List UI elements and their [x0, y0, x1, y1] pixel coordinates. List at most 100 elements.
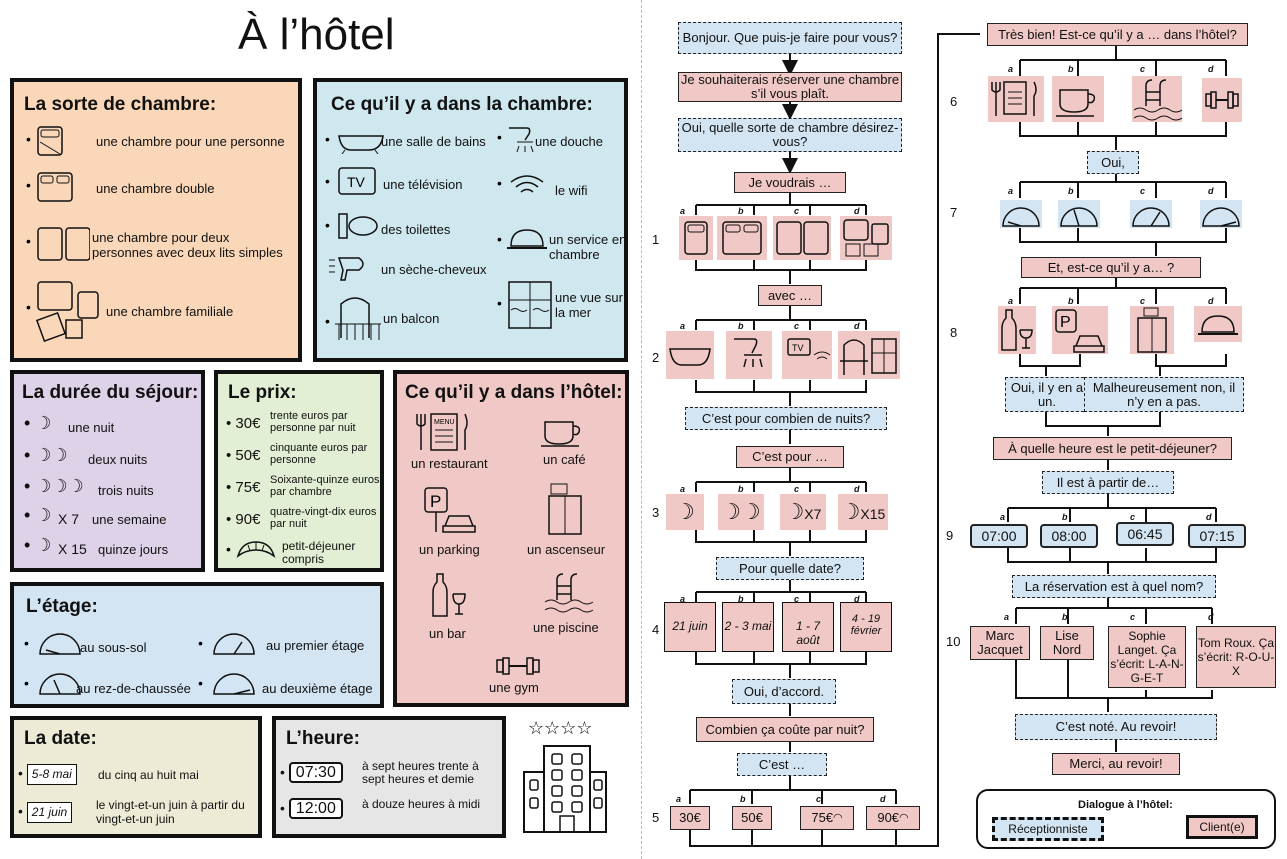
floor-gauge-icon: •: [24, 633, 81, 655]
price-option-d: 90€◠: [866, 806, 920, 830]
moon-icon: ☽: [666, 494, 704, 530]
svg-text:•: •: [198, 635, 203, 651]
bubble-nom: La réservation est à quel nom?: [1012, 575, 1216, 598]
room-service-icon: [1194, 306, 1242, 342]
double-bed-icon: [717, 216, 767, 260]
option-letter: a: [1004, 612, 1010, 622]
option-letter: d: [854, 321, 860, 331]
floor-panel: L’étage: • au sous-sol • au premier étag…: [10, 582, 384, 708]
option-letter: c: [794, 321, 800, 331]
date-tag-1: • 5-8 mai: [18, 764, 77, 785]
duration-one-night: une nuit: [68, 420, 115, 435]
legend-receptionist: Réceptionniste: [992, 817, 1104, 841]
price-option-c: 75€◠: [800, 806, 854, 830]
in-room-hairdryer: un sèche-cheveux: [381, 262, 487, 277]
svg-text:•: •: [325, 217, 330, 233]
hotel-parking: un parking: [419, 542, 480, 557]
restaurant-icon: MENU: [416, 413, 468, 451]
in-room-toilets: des toilettes: [381, 222, 451, 237]
svg-text:•: •: [24, 675, 29, 691]
row-number: 9: [946, 528, 954, 543]
in-room-wifi: le wifi: [555, 183, 588, 198]
option-letter: c: [1140, 64, 1146, 74]
wifi-icon: •: [497, 175, 544, 193]
price-50-text: cinquante euros par personne: [270, 442, 368, 466]
bubble-quelle-date: Pour quelle date?: [716, 557, 864, 580]
room-item-single: une chambre pour une personne: [96, 134, 285, 149]
row-number: 4: [652, 622, 660, 637]
option-letter: a: [680, 321, 686, 331]
moon-x15: ☽X15: [838, 494, 888, 530]
hotel-cafe: un café: [543, 452, 586, 467]
svg-text:•: •: [26, 131, 31, 147]
moon-icon: • ☽☽: [24, 445, 68, 465]
hotel-panel: Ce qu’il y a dans l’hôtel: MENU un resta…: [393, 370, 629, 707]
time-badge-2: • 12:00: [280, 798, 343, 819]
restaurant-icon: [988, 76, 1044, 122]
option-letter: a: [1008, 296, 1014, 306]
bubble-oui: Oui,: [1087, 151, 1139, 174]
sea-view-icon: •: [497, 281, 552, 329]
in-room-balcony: un balcon: [383, 311, 440, 326]
family-room-icon: •: [26, 281, 99, 342]
row-number: 8: [950, 325, 958, 340]
room-service-icon: •: [497, 229, 547, 249]
date-panel: La date: • 5-8 mai du cinq au huit mai •…: [10, 716, 262, 838]
svg-text:P: P: [430, 492, 441, 511]
duration-three-nights: trois nuits: [98, 483, 154, 498]
floor-gauge-icon: •: [198, 633, 255, 655]
name-option-d: Tom Roux. Ça s’écrit: R-O-U-X: [1196, 626, 1276, 688]
croissant-icon: ◠: [899, 812, 909, 824]
price-50: • 50€: [226, 447, 261, 464]
bubble-reserver: Je souhaiterais réserver une chambre s’i…: [678, 72, 902, 102]
page-title: À l’hôtel: [238, 10, 395, 59]
svg-text:•: •: [226, 541, 231, 557]
double-bed-icon: •: [26, 172, 73, 202]
time-option-d: 07:15: [1188, 524, 1246, 548]
option-letter: c: [1140, 186, 1146, 196]
toilet-icon: •: [325, 213, 378, 239]
in-room-title: Ce qu’il y a dans la chambre:: [331, 94, 593, 115]
tv-wifi-icon: TV: [782, 331, 832, 379]
price-30: • 30€: [226, 415, 261, 432]
duration-two-nights: deux nuits: [88, 452, 148, 467]
price-option-b: 50€: [732, 806, 772, 830]
bubble-quelle-heure: À quelle heure est le petit-déjeuner?: [993, 437, 1232, 460]
moon-icon: • ☽: [24, 505, 52, 525]
floor-second: au deuxième étage: [262, 681, 373, 696]
gym-icon: [1202, 78, 1242, 122]
hotel-elevator: un ascenseur: [527, 542, 606, 557]
floor-gauge-icon: [1000, 200, 1042, 228]
time-option-b: 08:00: [1040, 524, 1098, 548]
svg-text:•: •: [325, 173, 330, 189]
croissant-icon: •: [226, 541, 276, 558]
bathtub-icon: •: [325, 131, 384, 154]
croissant-icon: ◠: [833, 812, 843, 824]
date-option-b: 2 - 3 mai: [722, 602, 774, 652]
bubble-malheureusement: Malheureusement non, il n’y en a pas.: [1084, 377, 1244, 412]
option-letter: d: [1208, 612, 1214, 622]
bubble-tres-bien: Très bien! Est-ce qu’il y a … dans l’hôt…: [987, 23, 1248, 46]
x15-label: X 15: [58, 541, 87, 557]
floor-basement: au sous-sol: [80, 640, 147, 655]
price-30-text: trente euros par personne par nuit: [270, 410, 356, 434]
svg-text:•: •: [26, 299, 31, 315]
option-letter: b: [740, 794, 746, 804]
bubble-et-est-ce: Et, est-ce qu’il y a… ?: [1021, 257, 1201, 278]
svg-text:P: P: [1060, 314, 1071, 331]
legend-client: Client(e): [1186, 815, 1258, 839]
option-letter: d: [1208, 186, 1214, 196]
option-letter: d: [854, 594, 860, 604]
elevator-icon: [548, 483, 582, 535]
option-letter: a: [680, 206, 686, 216]
row-number: 2: [652, 350, 660, 365]
option-letter: a: [1008, 186, 1014, 196]
option-letter: a: [1008, 64, 1014, 74]
option-letter: b: [738, 594, 744, 604]
date-option-d: 4 - 19 février: [840, 602, 892, 652]
option-letter: a: [676, 794, 682, 804]
parking-icon: P: [424, 487, 476, 533]
option-letter: a: [680, 484, 686, 494]
room-type-panel: La sorte de chambre: • une chambre pour …: [10, 78, 302, 362]
bubble-combien-nuits: C’est pour combien de nuits?: [685, 407, 887, 430]
